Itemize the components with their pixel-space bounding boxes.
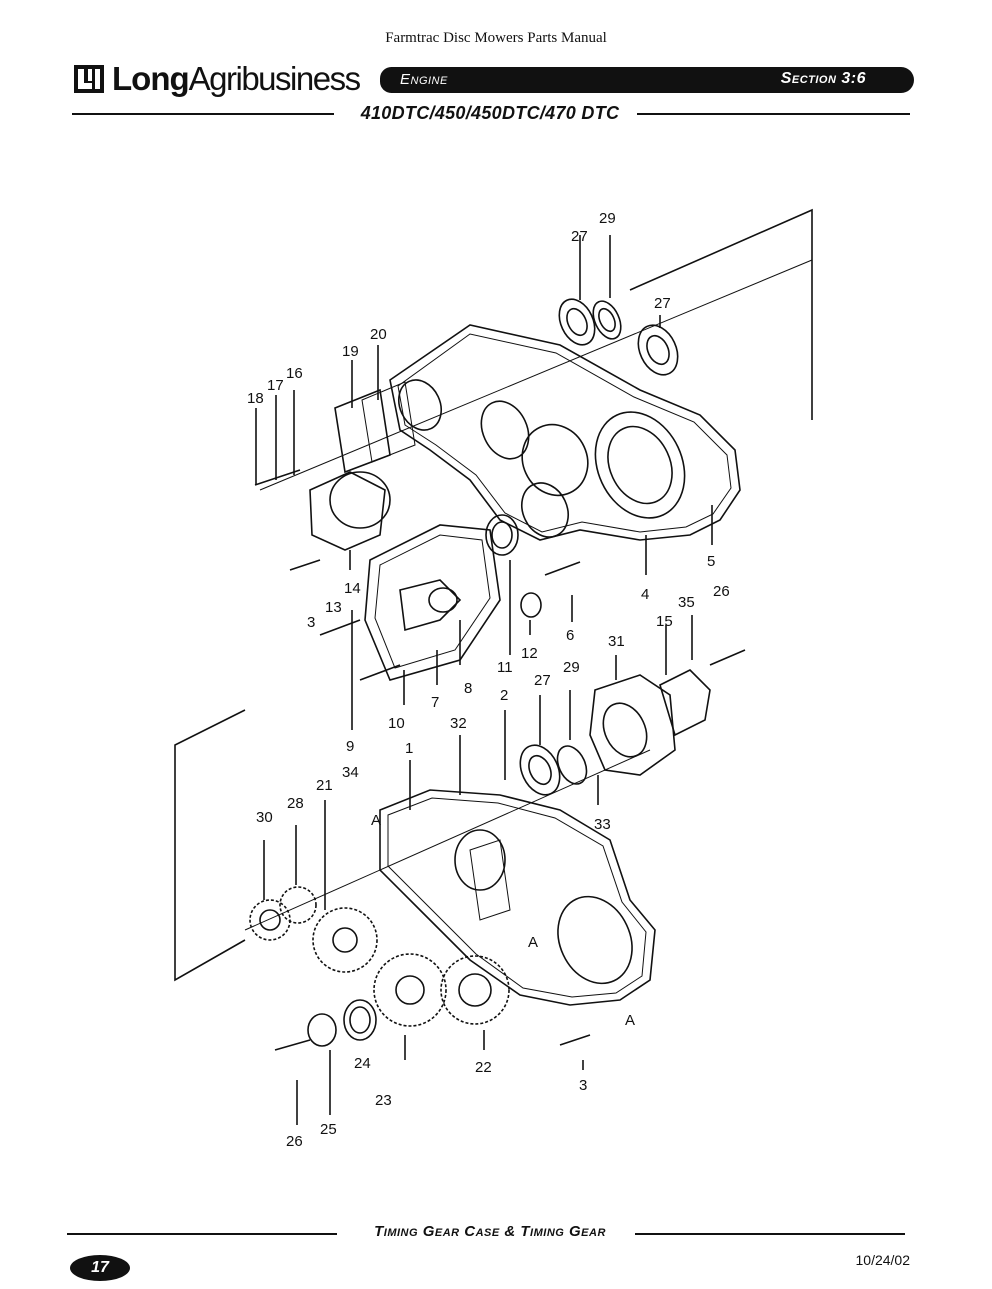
exploded-diagram: 29 27 27 20 19 16 17 18 5 4 26 35 15 14 … (174, 208, 813, 1150)
header-rule-left (72, 113, 334, 115)
callout: 12 (521, 645, 538, 662)
callout: 5 (707, 553, 715, 570)
footer-rule-left (67, 1233, 337, 1235)
callout: 1 (405, 740, 413, 757)
callout: 3 (579, 1077, 587, 1094)
callout: 24 (354, 1055, 371, 1072)
callout: 34 (342, 764, 359, 781)
callout: 26 (713, 583, 730, 600)
brand-name-regular: Agribusiness (188, 59, 361, 97)
gear-22 (440, 955, 510, 1025)
cover-plate-14 (309, 471, 386, 551)
footer-rule-right (635, 1233, 905, 1235)
header-rule-right (637, 113, 910, 115)
frame-line-upper (629, 208, 813, 420)
callout: A (528, 934, 538, 951)
callout: 22 (475, 1059, 492, 1076)
timing-gear-case (389, 324, 741, 541)
callout: 21 (316, 777, 333, 794)
callout: 16 (286, 365, 303, 382)
callout: 30 (256, 809, 273, 826)
callout: 17 (267, 377, 284, 394)
callout: 4 (641, 586, 649, 603)
callout: 7 (431, 694, 439, 711)
callout: 29 (599, 210, 616, 227)
gear-21 (312, 907, 378, 973)
callout: 32 (450, 715, 467, 732)
callout: 27 (534, 672, 551, 689)
callout: 15 (656, 613, 673, 630)
callout: 13 (325, 599, 342, 616)
gear-idler (373, 953, 447, 1027)
brand-header: LongAgribusiness (72, 58, 361, 98)
front-cover-gasket (364, 524, 501, 681)
callout: 11 (497, 659, 513, 676)
callout: 35 (678, 594, 695, 611)
callout: 8 (464, 680, 472, 697)
section-bar: Engine Section 3:6 (380, 67, 914, 93)
document-title: Farmtrac Disc Mowers Parts Manual (385, 30, 607, 46)
callout: 28 (287, 795, 304, 812)
callout: 9 (346, 738, 354, 755)
callout: 19 (342, 343, 359, 360)
callout: 29 (563, 659, 580, 676)
timing-gear-housing (379, 789, 656, 1006)
frame-line-lower (174, 709, 246, 982)
diagram-drawing (174, 208, 813, 1125)
callout: A (625, 1012, 635, 1029)
footer-title: Timing Gear Case & Timing Gear (374, 1223, 606, 1240)
rear-housing-31 (589, 674, 676, 776)
category-label: Engine (400, 71, 448, 88)
callout: 20 (370, 326, 387, 343)
callout: 6 (566, 627, 574, 644)
models-title: 410DTC/450/450DTC/470 DTC (360, 103, 620, 123)
callout: A (371, 812, 381, 829)
callout: 27 (571, 228, 588, 245)
callout: 31 (608, 633, 625, 650)
callout: 14 (344, 580, 361, 597)
callout: 26 (286, 1133, 303, 1150)
callout: 27 (654, 295, 671, 312)
brand-name: LongAgribusiness (112, 59, 361, 97)
page-number-badge: 17 (70, 1255, 130, 1281)
revision-date: 10/24/02 (855, 1252, 911, 1268)
callout: 2 (500, 687, 508, 704)
callout: 3 (307, 614, 315, 631)
callout: 18 (247, 390, 264, 407)
diagram-callouts: 29 27 27 20 19 16 17 18 5 4 26 35 15 14 … (247, 210, 730, 1150)
long-logo-icon (74, 65, 104, 93)
callout: 10 (388, 715, 405, 732)
callout: 33 (594, 816, 611, 833)
callout: 25 (320, 1121, 337, 1138)
section-label: Section 3:6 (780, 70, 866, 87)
callout: 23 (375, 1092, 392, 1109)
brand-name-bold: Long (112, 59, 190, 97)
